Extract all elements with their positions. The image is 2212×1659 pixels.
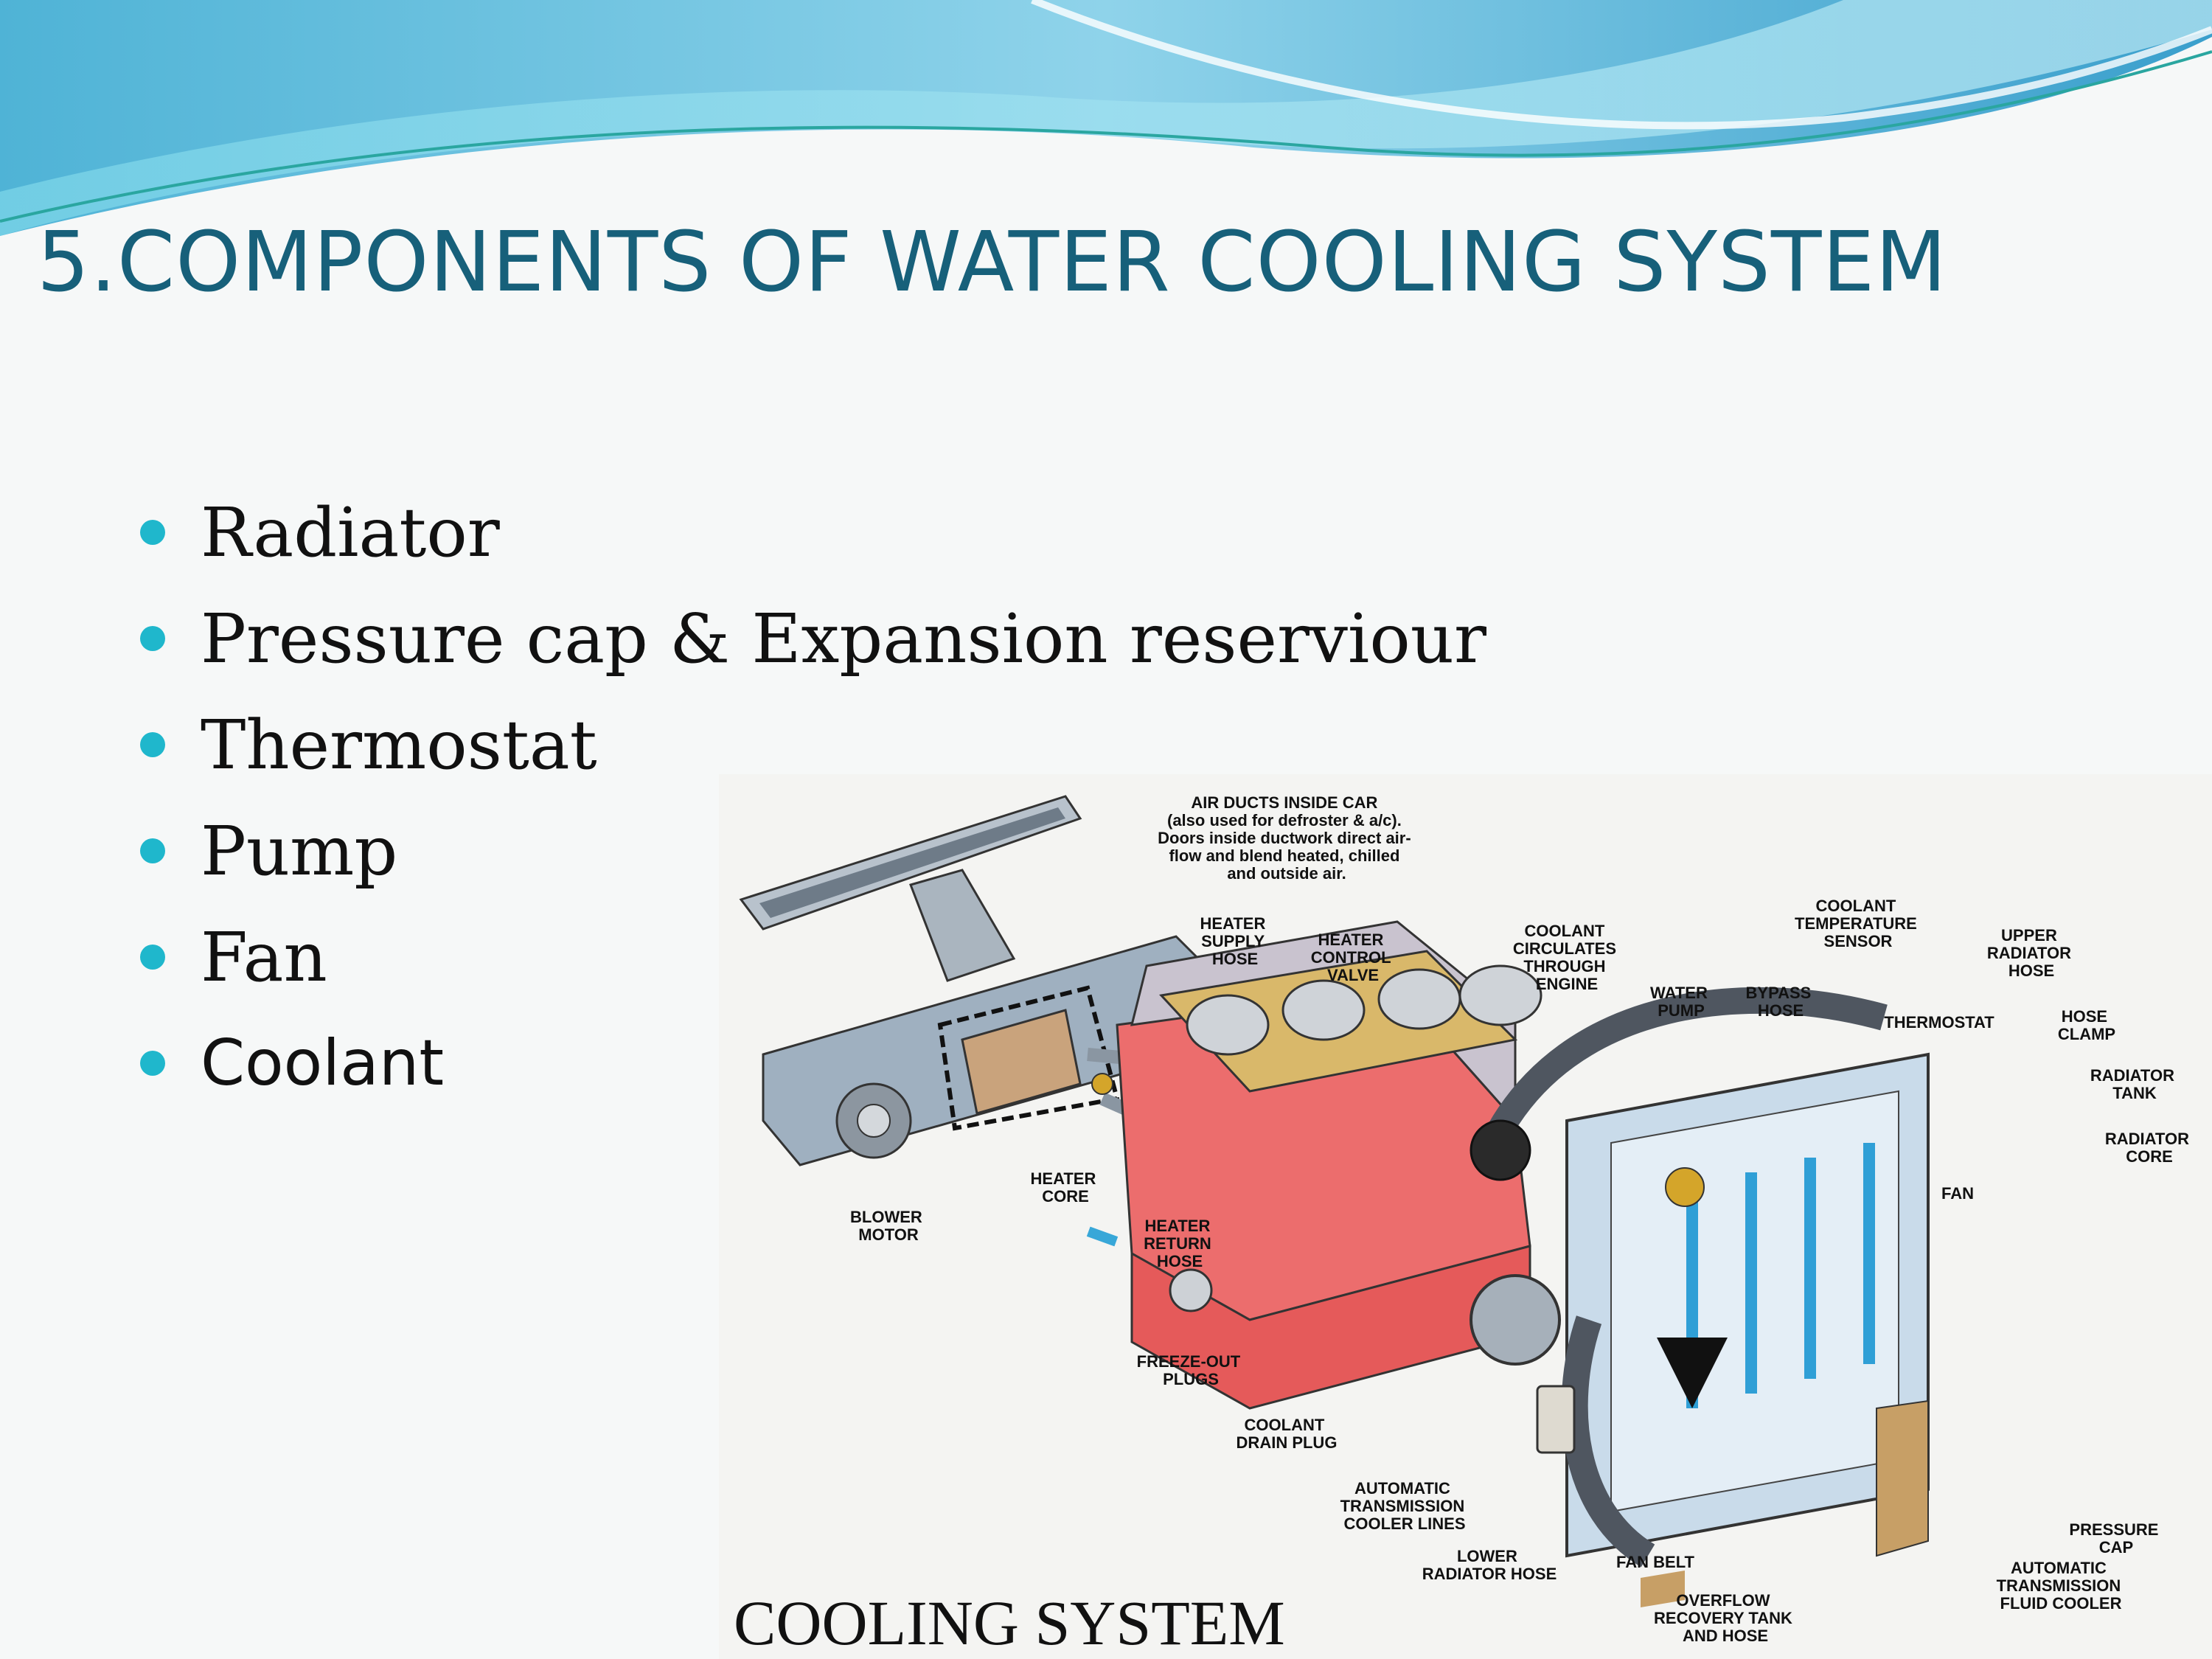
component-list: Radiator Pressure cap & Expansion reserv… bbox=[140, 479, 1486, 1116]
label-heater-supply-hose: HEATER SUPPLY HOSE bbox=[1200, 914, 1270, 968]
header-wave-decoration bbox=[0, 0, 2212, 236]
label-radiator-tank: RADIATOR TANK bbox=[2090, 1066, 2179, 1102]
list-item: Pressure cap & Expansion reserviour bbox=[140, 585, 1486, 692]
label-blower-motor: BLOWER MOTOR bbox=[850, 1208, 927, 1244]
label-heater-return-hose: HEATER RETURN HOSE bbox=[1144, 1217, 1216, 1270]
radiator-hoses bbox=[1470, 987, 1888, 1568]
bullet-icon bbox=[140, 1051, 165, 1076]
list-item: Fan bbox=[140, 904, 1486, 1010]
label-air-ducts: AIR DUCTS INSIDE CAR (also used for defr… bbox=[1158, 793, 1416, 883]
label-heater-core: HEATER CORE bbox=[1031, 1169, 1101, 1206]
list-item: Coolant bbox=[140, 1010, 1486, 1116]
slide-title: 5.COMPONENTS OF WATER COOLING SYSTEM bbox=[37, 215, 1947, 310]
label-freeze-out-plugs: FREEZE-OUT PLUGS bbox=[1137, 1352, 1245, 1388]
cooling-system-illustration: AIR DUCTS INSIDE CAR (also used for defr… bbox=[734, 793, 2194, 1658]
bullet-icon bbox=[140, 626, 165, 651]
diagram-labels: AIR DUCTS INSIDE CAR (also used for defr… bbox=[734, 793, 2194, 1658]
list-item: Thermostat bbox=[140, 692, 1486, 798]
label-fan-belt: FAN BELT bbox=[1616, 1553, 1694, 1571]
list-item: Pump bbox=[140, 798, 1486, 904]
air-duct-assembly bbox=[739, 795, 1207, 1166]
bullet-icon bbox=[140, 520, 165, 545]
label-bypass-hose: BYPASS HOSE bbox=[1746, 984, 1816, 1020]
diagram-caption: COOLING SYSTEM bbox=[734, 1587, 1285, 1658]
label-coolant-drain-plug: COOLANT DRAIN PLUG bbox=[1237, 1416, 1338, 1452]
bullet-icon bbox=[140, 838, 165, 863]
label-auto-trans-cooler-lines: AUTOMATIC TRANSMISSION COOLER LINES bbox=[1340, 1479, 1470, 1533]
engine-block bbox=[1116, 920, 1543, 1410]
label-fan: FAN bbox=[1941, 1184, 1974, 1203]
bullet-icon bbox=[140, 732, 165, 757]
label-hose-clamp: HOSE CLAMP bbox=[2058, 1007, 2115, 1043]
label-overflow-tank: OVERFLOW RECOVERY TANK AND HOSE bbox=[1654, 1591, 1797, 1645]
label-radiator-core: RADIATOR CORE bbox=[2105, 1130, 2194, 1166]
label-auto-trans-fluid-cooler: AUTOMATIC TRANSMISSION FLUID COOLER bbox=[1997, 1559, 2126, 1613]
label-coolant-circulates: COOLANT CIRCULATES THROUGH ENGINE bbox=[1513, 922, 1621, 993]
list-item: Radiator bbox=[140, 479, 1486, 585]
label-heater-control-valve: HEATER CONTROL VALVE bbox=[1311, 931, 1396, 984]
label-upper-radiator-hose: UPPER RADIATOR HOSE bbox=[1987, 926, 2076, 980]
label-pressure-cap: PRESSURE CAP bbox=[2069, 1520, 2163, 1557]
bullet-icon bbox=[140, 945, 165, 970]
label-lower-radiator-hose: LOWER RADIATOR HOSE bbox=[1422, 1547, 1557, 1583]
label-water-pump: WATER PUMP bbox=[1650, 984, 1712, 1020]
label-thermostat: THERMOSTAT bbox=[1884, 1013, 1994, 1032]
label-coolant-temp-sensor: COOLANT TEMPERATURE SENSOR bbox=[1795, 897, 1921, 950]
cooling-system-diagram: AIR DUCTS INSIDE CAR (also used for defr… bbox=[719, 774, 2212, 1659]
